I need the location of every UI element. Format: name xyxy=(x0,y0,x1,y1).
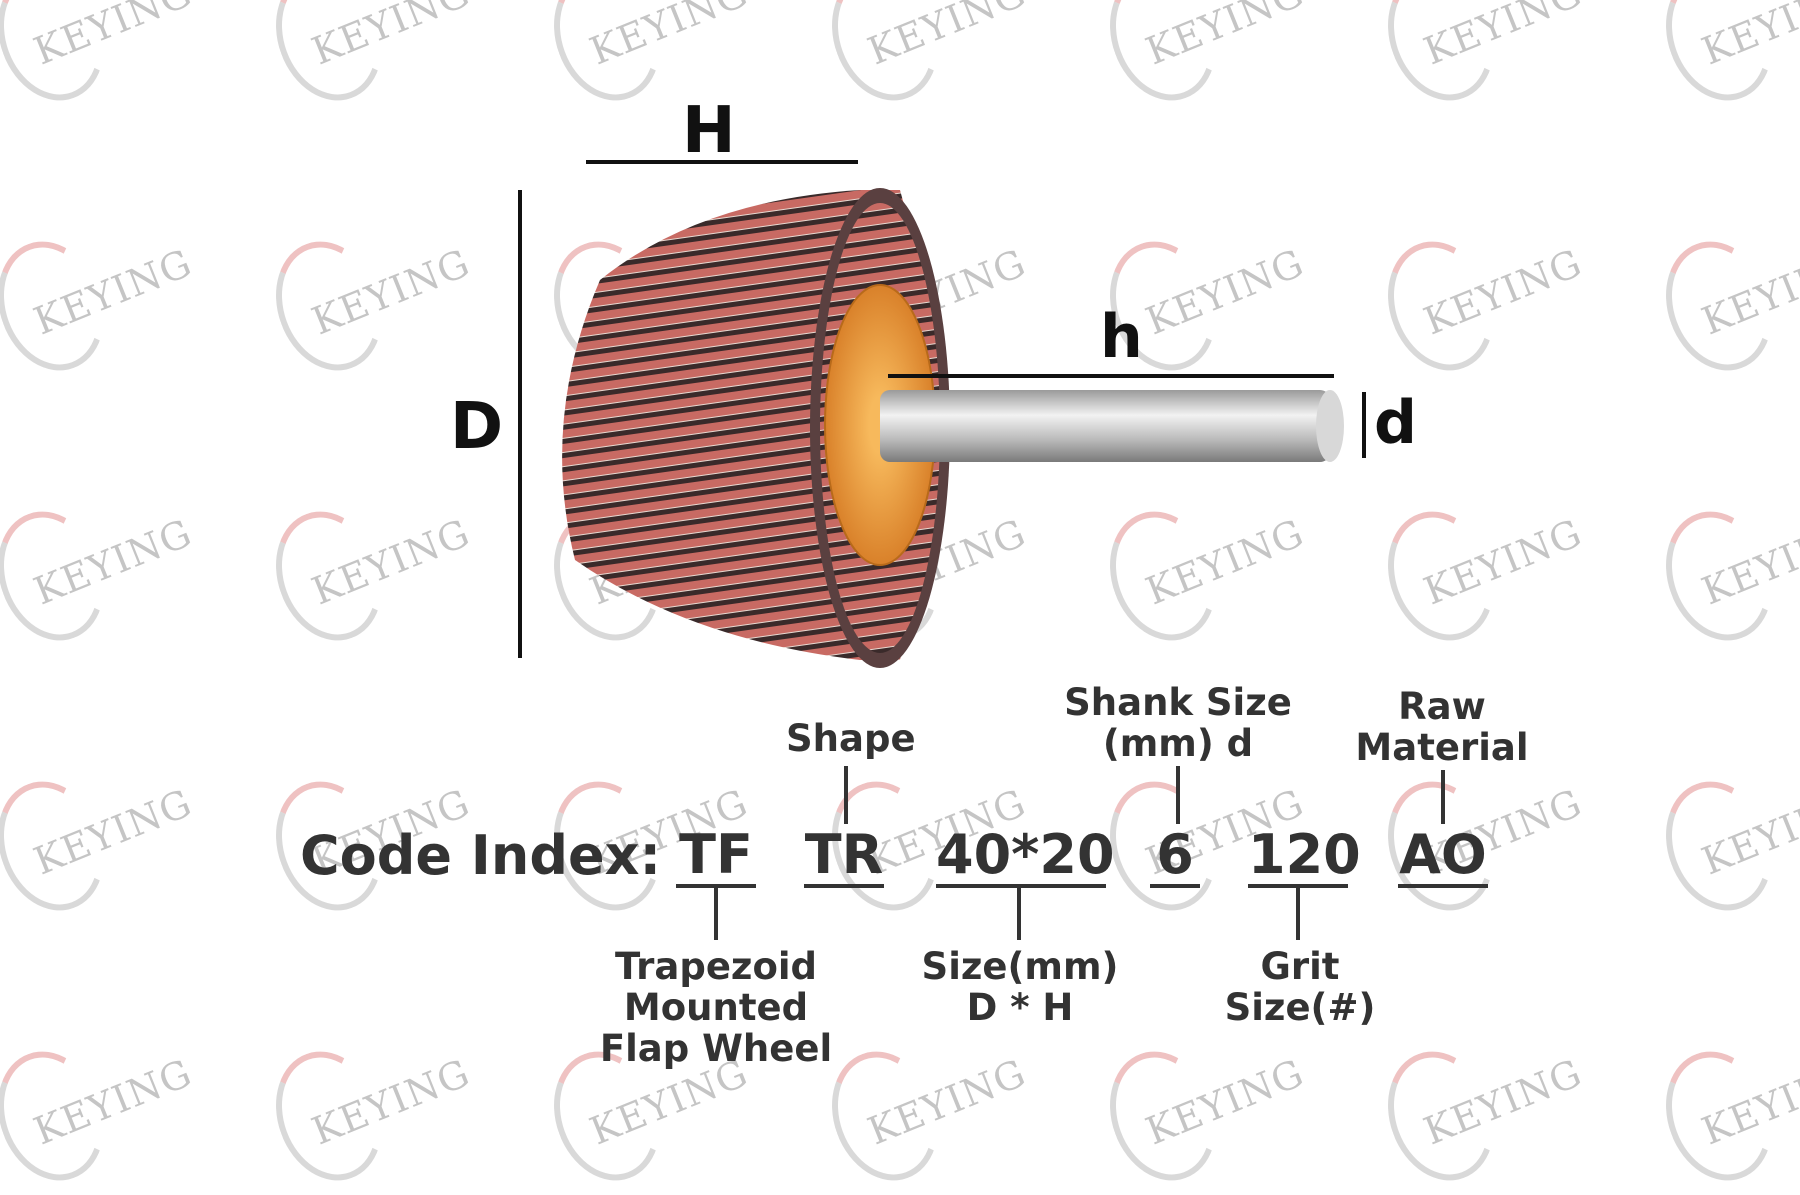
tick-size xyxy=(1017,888,1021,940)
label-size: Size(mm) D * H xyxy=(921,945,1119,1029)
h-dimension-line-top xyxy=(586,160,858,164)
d-dimension-line-left xyxy=(518,190,522,658)
code-index-title: Code Index: xyxy=(300,824,662,887)
dimension-label-D: D xyxy=(450,390,504,464)
dimension-label-h: h xyxy=(1100,302,1143,372)
dimension-label-d: d xyxy=(1374,388,1417,458)
code-part-size: 40*20 xyxy=(936,823,1115,888)
dimension-label-H: H xyxy=(682,94,736,168)
code-part-shank: 6 xyxy=(1150,826,1200,888)
code-part-grit: 120 xyxy=(1248,823,1361,888)
label-shape: Shape xyxy=(786,717,916,760)
code-part-TR: TR xyxy=(804,823,884,888)
tick-TF xyxy=(714,888,718,940)
label-grit: Grit Size(#) xyxy=(1224,945,1376,1029)
tick-material xyxy=(1441,770,1445,824)
label-shank-size: Shank Size (mm) d xyxy=(1064,681,1292,765)
tick-grit xyxy=(1296,888,1300,940)
shank-diameter-line xyxy=(1362,392,1366,458)
label-raw-material: Raw Material xyxy=(1355,685,1529,769)
shank xyxy=(880,390,1330,462)
shank-length-line xyxy=(888,374,1334,378)
code-part-material: AO xyxy=(1398,823,1488,888)
label-trapezoid: Trapezoid Mounted Flap Wheel xyxy=(599,945,833,1070)
tick-shank xyxy=(1176,766,1180,824)
flap-wheel-illustration xyxy=(562,188,1344,668)
tick-TR xyxy=(844,766,848,824)
code-part-TF: TF xyxy=(676,826,756,888)
